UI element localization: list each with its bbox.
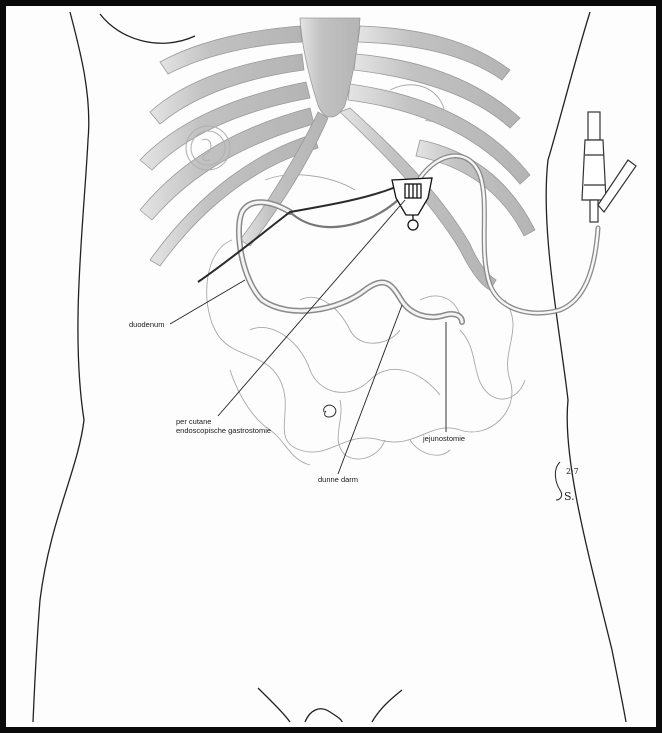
dark-line <box>198 186 398 282</box>
left-shoulder-curve <box>100 14 195 43</box>
leader-duodenum <box>170 280 245 324</box>
rib-cage <box>140 18 535 290</box>
label-peg-line1: per cutane <box>176 417 211 426</box>
peg-device-icon <box>392 178 432 230</box>
groin-center <box>305 709 342 722</box>
duodenum-tube <box>239 202 462 322</box>
sternum <box>300 18 360 117</box>
right-torso-contour <box>546 12 626 722</box>
rib-right-4 <box>416 140 535 236</box>
artist-signature: S. 2·7 <box>555 462 578 503</box>
tube-connector-icon <box>582 112 636 222</box>
left-torso-contour <box>33 12 89 722</box>
stomach-outline <box>290 200 398 227</box>
signature-text: S. <box>564 490 575 503</box>
signature-sup: 2·7 <box>566 467 579 476</box>
body-outline <box>33 12 626 722</box>
label-peg-line2: endoscopische gastrostomie <box>176 426 271 435</box>
rib-left-4 <box>140 108 314 220</box>
groin-right <box>372 690 402 722</box>
label-duodenum: duodenum <box>129 320 164 329</box>
navel-icon <box>324 405 336 417</box>
groin-left <box>258 688 290 722</box>
label-dunne-darm: dunne darm <box>318 475 358 484</box>
label-jejunostomie: jejunostomie <box>422 434 465 443</box>
leader-dunne-darm <box>338 305 402 474</box>
external-tube <box>420 156 598 313</box>
